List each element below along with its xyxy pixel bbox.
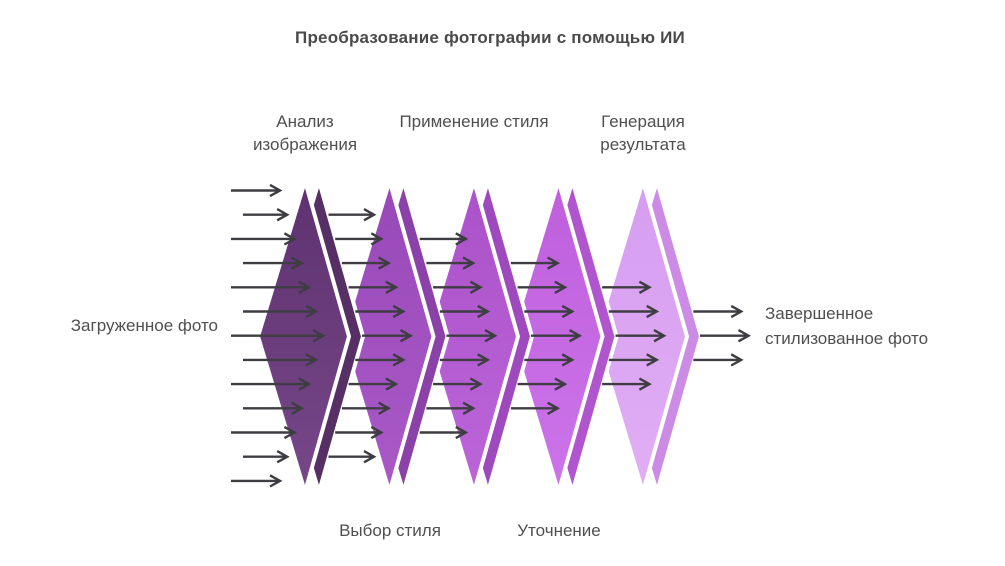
flow-arrow <box>355 304 406 319</box>
flow-arrow <box>517 377 568 391</box>
flow-arrow <box>419 232 469 246</box>
flow-arrow <box>517 280 568 294</box>
flow-arrow <box>335 425 384 440</box>
flow-arrow <box>426 401 476 415</box>
flow-arrow <box>615 329 667 343</box>
flow-arrow <box>433 377 483 391</box>
flow-arrow <box>341 256 392 270</box>
flow-arrow <box>700 329 751 343</box>
stage-label-style-apply: Применение стиля <box>399 112 549 131</box>
flow-arrow <box>348 377 399 391</box>
flow-arrow <box>328 450 377 464</box>
output-label: Завершенное стилизованное фото <box>765 304 929 348</box>
flow-arrow <box>243 304 319 319</box>
flow-arrow <box>524 304 575 319</box>
flow-arrow <box>243 208 290 222</box>
flow-arrow <box>243 401 305 415</box>
diagram-title: Преобразование фотографии с помощью ИИ <box>295 28 685 47</box>
flow-arrow <box>531 329 582 343</box>
flow-arrow <box>693 353 744 367</box>
flow-arrow <box>348 280 399 294</box>
flow-arrow <box>231 474 283 488</box>
flow-arrow <box>362 329 413 343</box>
flow-arrow <box>243 450 290 464</box>
flow-arrow <box>433 280 483 294</box>
flow-arrow <box>510 256 561 270</box>
flow-arrow <box>243 353 319 367</box>
stage-label-style-choice: Выбор стиля <box>339 521 441 540</box>
flow-arrow <box>355 353 406 367</box>
flow-arrow <box>341 401 392 415</box>
flow-arrow <box>693 304 744 319</box>
flow-arrow <box>510 401 561 415</box>
flow-arrow <box>231 329 326 343</box>
stage-label-refinement: Уточнение <box>517 521 601 540</box>
flow-arrow <box>419 425 469 440</box>
flow-arrow <box>608 353 660 367</box>
flow-arrow <box>608 304 660 319</box>
stage-label-image-analysis: Анализ изображения <box>252 112 358 154</box>
flow-arrow <box>231 232 297 246</box>
flow-arrow <box>335 232 384 246</box>
flow-arrow <box>439 304 491 319</box>
flow-arrow <box>426 256 476 270</box>
flow-arrow <box>231 280 312 294</box>
flow-arrow <box>524 353 575 367</box>
flow-arrow <box>602 280 652 294</box>
flow-arrow <box>231 377 312 391</box>
input-label: Загруженное фото <box>70 316 218 335</box>
flow-arrow <box>328 208 377 222</box>
stage-label-result-generation: Генерация результата <box>600 112 686 154</box>
flow-arrow <box>231 425 297 440</box>
flow-arrow <box>243 256 305 270</box>
flow-arrow <box>602 377 652 391</box>
flow-arrow <box>439 353 491 367</box>
flow-arrow <box>231 183 283 198</box>
flow-arrow <box>446 329 498 343</box>
